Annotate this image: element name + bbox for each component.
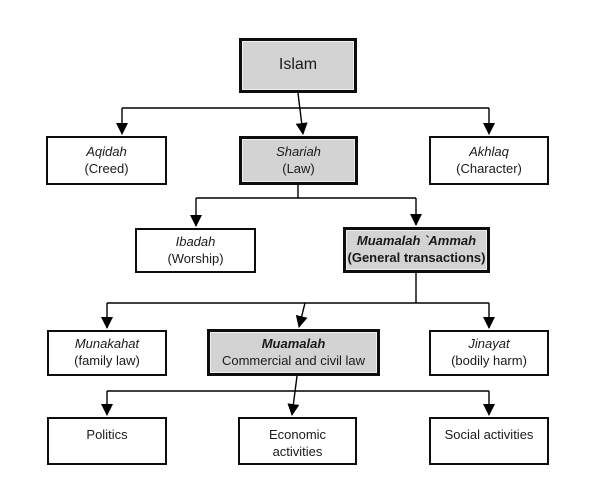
node-muamalah-commercial: Muamalah Commercial and civil law: [207, 329, 380, 376]
node-title: Shariah: [276, 143, 321, 159]
node-title: Muamalah `Ammah: [356, 233, 477, 249]
node-title: Munakahat: [74, 336, 140, 352]
node-title: Akhlaq: [469, 143, 509, 159]
node-subtitle: Commercial and civil law: [221, 352, 366, 368]
node-title: Politics: [86, 427, 128, 442]
node-subtitle: (Creed): [84, 160, 129, 176]
node-subtitle: (bodily harm): [451, 353, 527, 368]
node-subtitle: activities: [272, 443, 323, 459]
node-title: Ibadah: [175, 233, 216, 249]
node-aqidah: Aqidah (Creed): [46, 136, 167, 185]
node-munakahat: Munakahat (family law): [47, 330, 167, 376]
edges-islam-row2: [116, 92, 495, 135]
edges-ammah-row4: [101, 273, 495, 329]
node-akhlaq: Akhlaq (Character): [429, 136, 549, 185]
node-title: Social activities: [444, 427, 534, 442]
edges-shariah-row3: [190, 185, 422, 227]
node-subtitle: (family law): [74, 353, 140, 368]
node-islam: Islam: [239, 38, 357, 93]
node-title: Economic: [268, 427, 327, 442]
node-shariah: Shariah (Law): [239, 136, 358, 185]
node-politics: Politics: [47, 417, 167, 465]
node-subtitle: (General transactions): [347, 250, 486, 265]
node-title: Jinayat: [468, 336, 510, 352]
node-social-activities: Social activities: [429, 417, 549, 465]
node-title: Muamalah: [261, 335, 326, 351]
node-subtitle: (Character): [456, 160, 522, 176]
node-economic-activities: Economic activities: [238, 417, 357, 465]
node-ibadah: Ibadah (Worship): [135, 228, 256, 273]
node-subtitle: (Worship): [167, 250, 224, 266]
node-title: Islam: [278, 56, 318, 74]
edges-muamalah-row5: [101, 375, 495, 416]
node-muamalah-ammah: Muamalah `Ammah (General transactions): [343, 227, 490, 273]
node-jinayat: Jinayat (bodily harm): [429, 330, 549, 376]
node-title: Aqidah: [86, 143, 127, 159]
node-subtitle: (Law): [282, 160, 315, 176]
